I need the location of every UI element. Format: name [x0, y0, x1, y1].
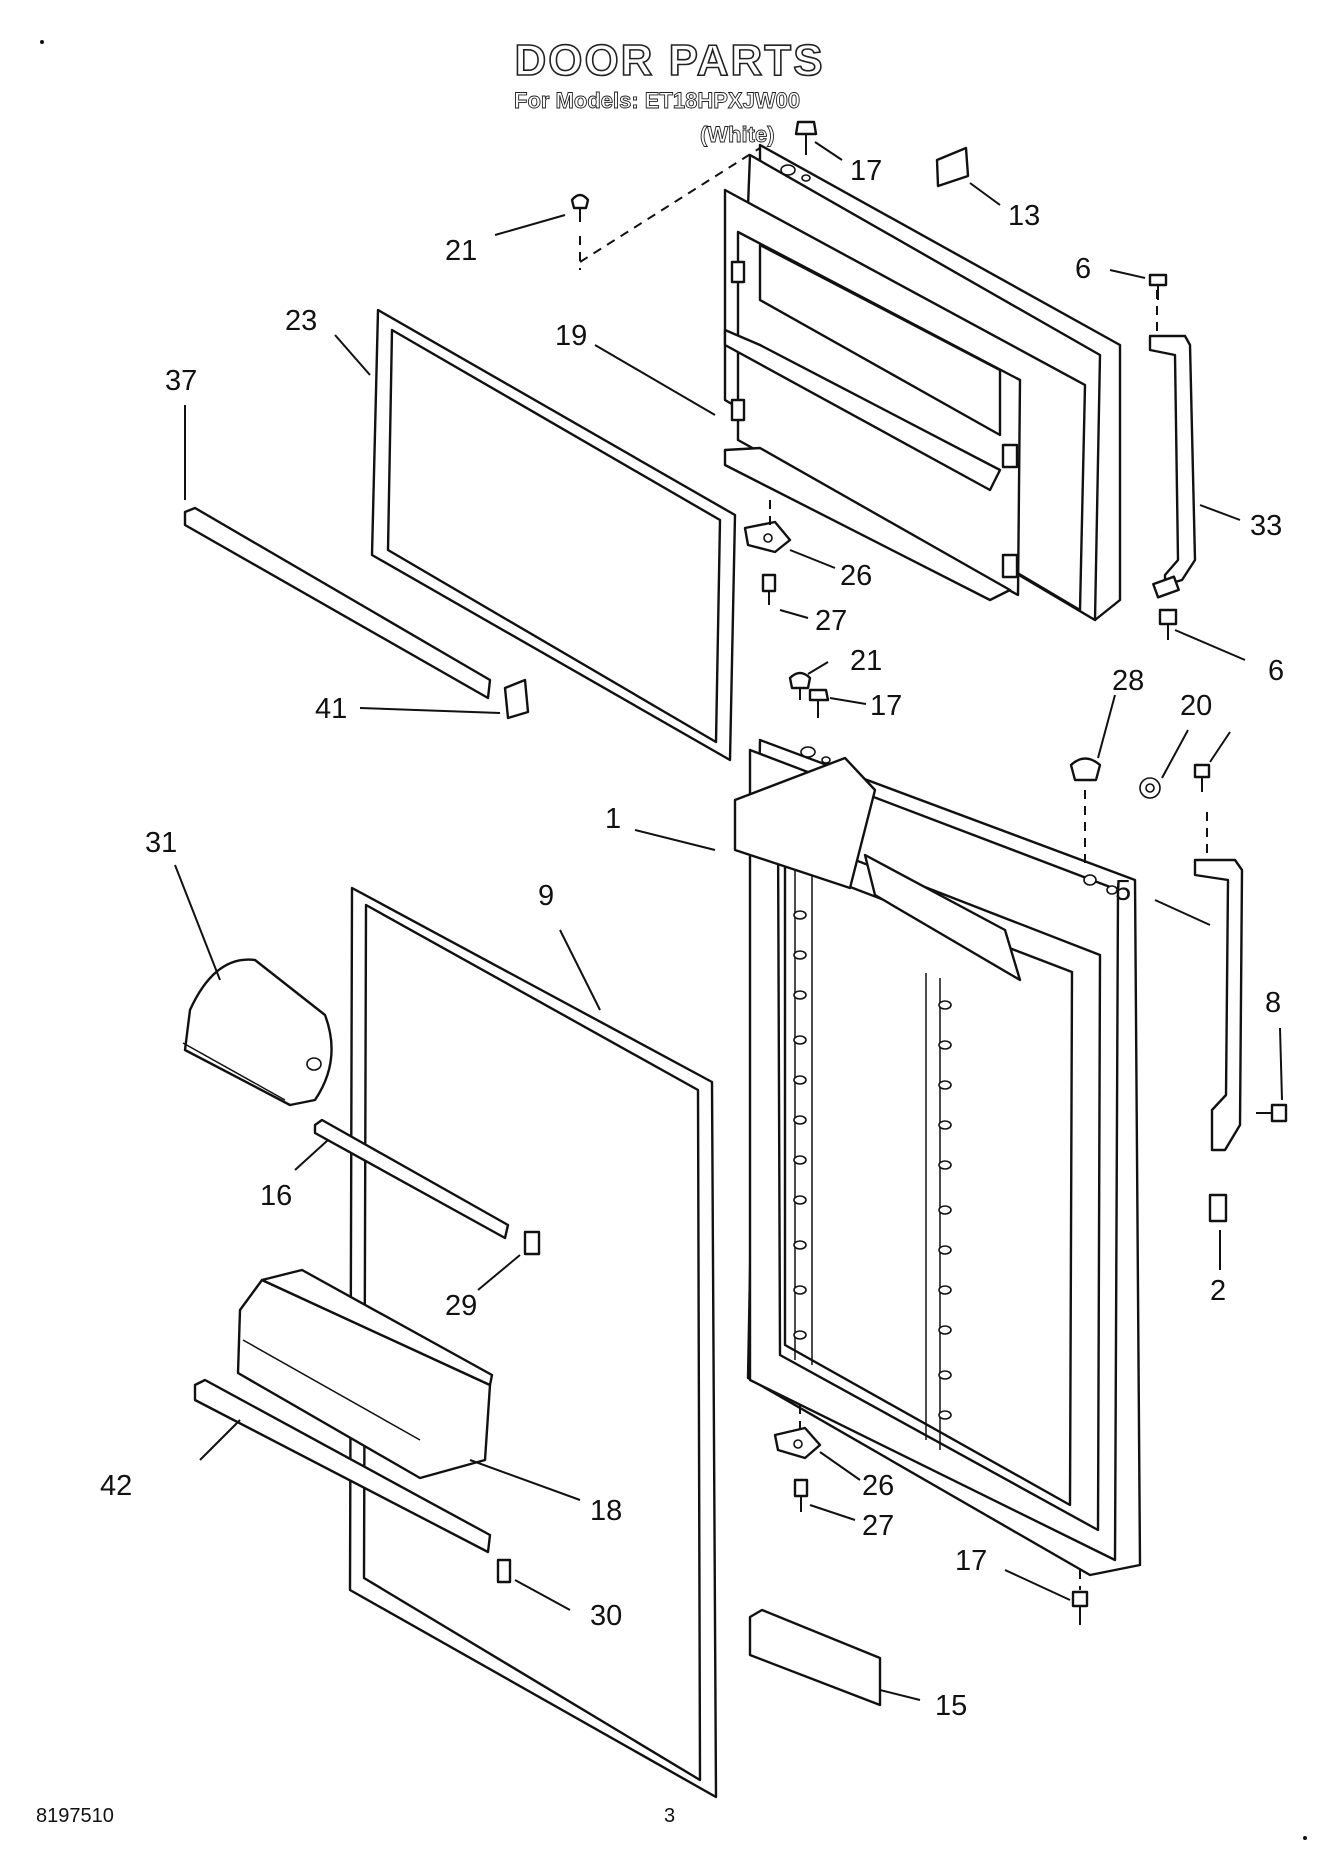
callout-19: 19 — [555, 320, 587, 352]
callout-15: 15 — [935, 1690, 967, 1722]
color-note: (White) — [700, 122, 775, 148]
callout-13: 13 — [1008, 200, 1040, 232]
callout-26: 26 — [862, 1470, 894, 1502]
callout-30: 30 — [590, 1600, 622, 1632]
freezer-shelf-bar — [183, 506, 530, 720]
freezer-door-gasket — [370, 308, 737, 762]
fresh-food-door — [733, 738, 1142, 1577]
fresh-food-handle — [1193, 812, 1244, 1223]
callout-17: 17 — [870, 690, 902, 722]
callout-5: 5 — [1115, 875, 1131, 907]
scan-dot — [1303, 1836, 1307, 1840]
callout-29: 29 — [445, 1290, 477, 1322]
callout-31: 31 — [145, 827, 177, 859]
callout-16: 16 — [260, 1180, 292, 1212]
door-shelf-bar-small — [313, 1118, 541, 1256]
callout-27: 27 — [862, 1510, 894, 1542]
callout-20: 20 — [1180, 690, 1212, 722]
leader-lines — [174, 141, 1283, 1701]
model-line: For Models: ET18HPXJW00 — [514, 88, 801, 114]
callout-41: 41 — [315, 693, 347, 725]
screws-and-hinges — [570, 120, 1288, 1625]
freezer-door-liner — [723, 143, 1122, 622]
callout-8: 8 — [1265, 987, 1281, 1019]
callout-33: 33 — [1250, 510, 1282, 542]
scan-dot — [40, 40, 44, 44]
door-shelf-bar-lower — [193, 1378, 512, 1584]
fresh-food-door-gasket — [348, 886, 718, 1799]
callout-6: 6 — [1268, 655, 1284, 687]
callout-2: 2 — [1210, 1275, 1226, 1307]
page-title: DOOR PARTS — [514, 35, 825, 86]
callout-18: 18 — [590, 1495, 622, 1527]
callout-1: 1 — [605, 803, 621, 835]
callout-9: 9 — [538, 880, 554, 912]
callout-21: 21 — [850, 645, 882, 677]
callout-26: 26 — [840, 560, 872, 592]
callout-17: 17 — [850, 155, 882, 187]
callout-28: 28 — [1112, 665, 1144, 697]
page-number: 3 — [664, 1805, 676, 1827]
toe-grille — [748, 1608, 882, 1707]
callout-42: 42 — [100, 1470, 132, 1502]
callout-numbers: 17 13 21 6 23 19 37 33 26 27 21 6 28 20 … — [100, 155, 1284, 1722]
callout-27: 27 — [815, 605, 847, 637]
callout-17: 17 — [955, 1545, 987, 1577]
document-number: 8197510 — [36, 1805, 114, 1827]
callout-37: 37 — [165, 365, 197, 397]
door-bin — [236, 1268, 494, 1480]
dairy-compartment-door — [182, 958, 333, 1107]
callout-21: 21 — [445, 235, 477, 267]
freezer-handle — [1148, 290, 1197, 599]
callout-23: 23 — [285, 305, 317, 337]
callout-6: 6 — [1075, 253, 1091, 285]
shelf-support-studs — [793, 910, 952, 1420]
